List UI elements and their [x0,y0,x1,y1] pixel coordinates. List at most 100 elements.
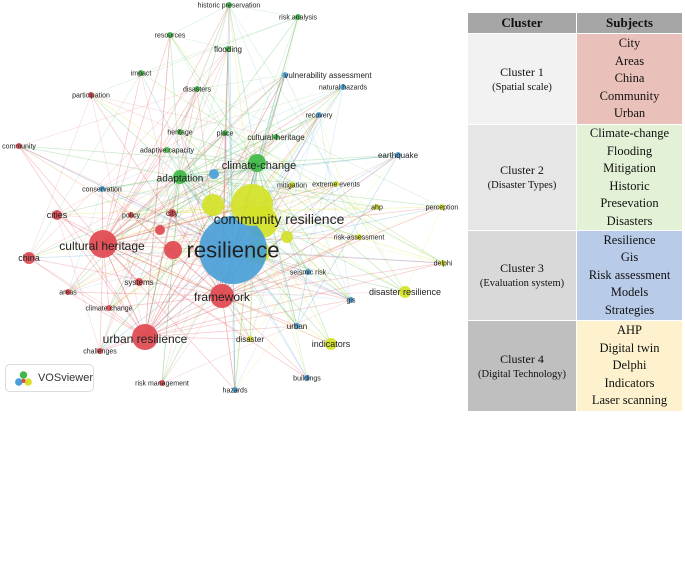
network-node-urban[interactable] [294,323,300,329]
vosviewer-badge[interactable]: VOSviewer [5,364,94,392]
network-node-challenges[interactable] [97,348,103,354]
node-label-cultural-heritage-2: cultural-heritage [247,133,305,142]
network-node-resources[interactable] [167,32,173,38]
network-node-policy[interactable] [128,212,134,218]
network-node[interactable] [202,194,224,216]
network-node-risk-assessment[interactable] [356,234,362,240]
network-node-impact[interactable] [138,70,144,76]
cluster-cell: Cluster 1(Spatial scale) [467,33,577,125]
node-label-heritage: heritage [167,129,192,136]
node-label-hazards: hazards [223,387,248,394]
network-node[interactable] [209,169,219,179]
network-node-cultural-heritage-2[interactable] [273,134,279,140]
network-edge [318,114,352,301]
network-node-resilience[interactable] [199,216,267,284]
network-edge [179,16,299,178]
network-edge [296,271,309,327]
network-edge [67,176,181,293]
network-node-city[interactable] [168,209,176,217]
network-node-cities[interactable] [52,210,62,220]
node-label-urban-resilience: urban resilience [103,332,188,346]
network-node-systems[interactable] [135,278,143,286]
network-node-adaptation[interactable] [173,170,187,184]
network-node[interactable] [155,225,165,235]
network-node-natural-hazards[interactable] [340,84,346,90]
network-node-indicators[interactable] [325,338,337,350]
network-edge [56,214,101,352]
network-edge [221,236,360,297]
network-node-areas[interactable] [65,289,71,295]
network-edge [228,4,253,206]
network-edge [102,243,308,379]
network-edge [140,72,173,214]
network-node-heritage[interactable] [177,129,183,135]
subject-item: Strategies [604,302,655,317]
network-edge [102,176,181,245]
network-edge [99,295,223,352]
network-node-climate-change-2[interactable] [106,305,112,311]
network-node-disaster[interactable] [247,336,253,342]
network-edge [196,74,286,90]
network-node-participation[interactable] [88,92,94,98]
network-node-ahp[interactable] [374,204,380,210]
cluster-description: (Disaster Types) [487,180,557,191]
network-node-earthquake[interactable] [395,152,401,158]
network-edge [99,48,229,352]
network-edge [144,236,360,338]
network-edge [179,131,258,164]
network-node-flooding[interactable] [225,46,231,52]
network-nodes [16,2,446,393]
network-node-perception[interactable] [439,204,445,210]
network-node-disaster-resilience[interactable] [399,286,411,298]
network-edge [228,4,258,164]
network-node[interactable] [281,231,293,243]
network-node-historic-preservation[interactable] [226,2,232,8]
network-node-conservation[interactable] [99,186,105,192]
network-edge [224,132,337,185]
network-node-mitigation[interactable] [289,182,295,188]
network-node[interactable] [164,241,182,259]
network-node-community-resilience[interactable] [231,184,273,226]
cluster-name: Cluster 4 [500,351,544,366]
network-node-extreme-events[interactable] [333,181,339,187]
network-node-gis[interactable] [348,297,354,303]
network-node-climate-change[interactable] [248,154,266,172]
network-node-seismic-risk[interactable] [305,269,311,275]
network-edge [28,176,181,259]
network-edge [90,94,253,206]
network-node-adaptive-capacity[interactable] [164,147,170,153]
node-label-adaptive-capacity: adaptive capacity [140,147,195,154]
network-edge [179,162,258,178]
network-edge [404,206,443,293]
network-edge [144,262,444,338]
network-node-hazards[interactable] [232,387,238,393]
network-node-vulnerability-assessment[interactable] [282,72,288,78]
network-edge [18,145,132,216]
network-node-risk-management[interactable] [159,380,165,386]
table-header-row: Cluster Subjects [467,12,683,34]
network-node-china[interactable] [23,252,35,264]
network-edge [99,136,277,352]
network-edge [228,4,352,301]
network-node-recovery[interactable] [316,112,322,118]
network-edge [256,114,320,164]
network-node-risk-analysis[interactable] [295,14,301,20]
network-edge [179,86,344,178]
network-edge [161,299,352,384]
network-edge [256,162,444,264]
network-node-urban-resilience[interactable] [132,324,158,350]
network-node-community[interactable] [16,143,22,149]
network-node-disasters[interactable] [194,86,200,92]
network-edge [179,176,378,208]
network-node-delphi[interactable] [440,260,446,266]
network-node-buildings[interactable] [304,375,310,381]
network-node-cultural-heritage[interactable] [89,230,117,258]
network-node-framework[interactable] [210,284,234,308]
network-edge [102,243,146,338]
network-node-place[interactable] [222,130,228,136]
network-edge [102,86,344,245]
network-edge [144,325,298,338]
network-edges [18,4,444,391]
node-label-climate-change-2: climate change [85,305,132,312]
